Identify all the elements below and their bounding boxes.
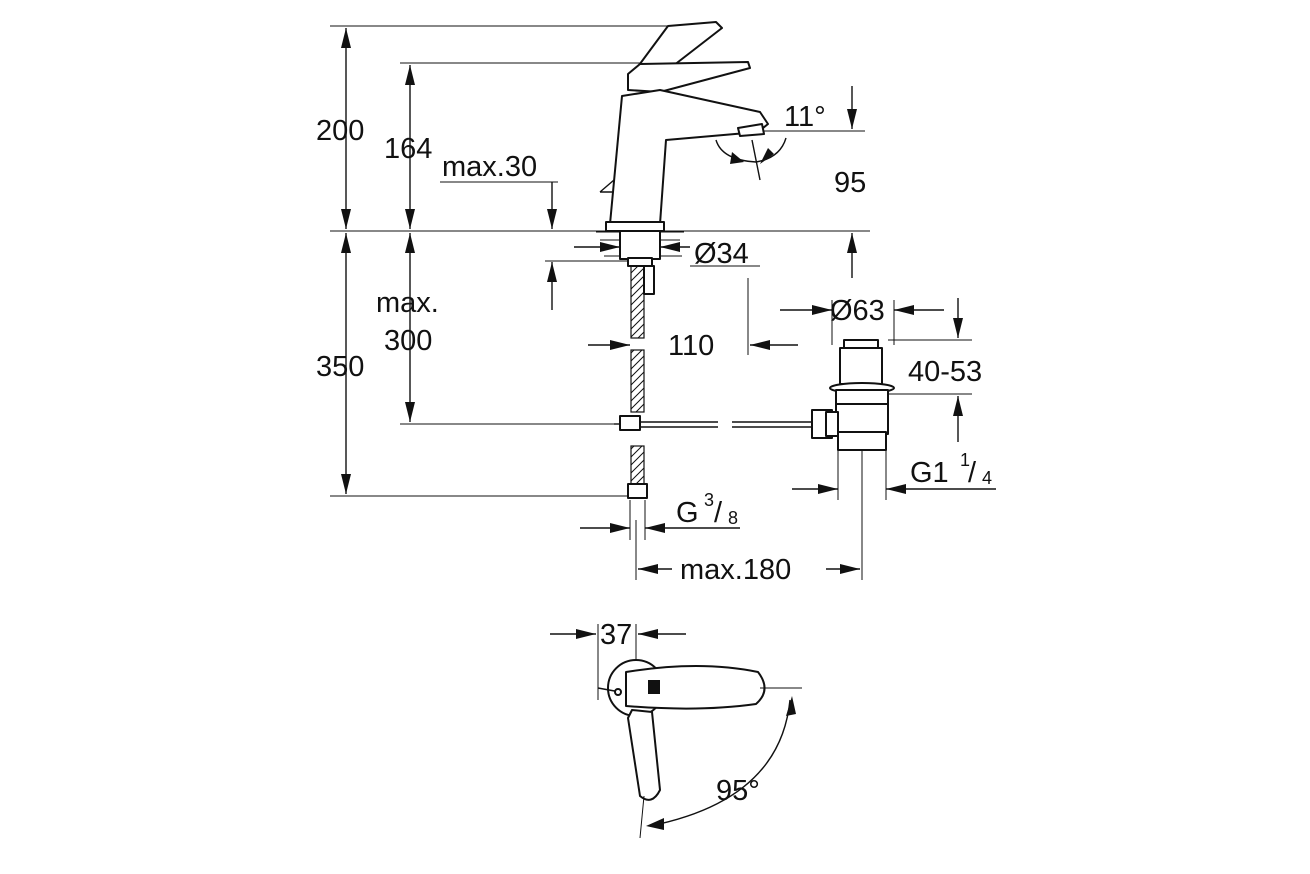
label-g38: G 3 / 8 — [676, 490, 738, 529]
dim-40-53 — [888, 298, 972, 442]
label-max30: max.30 — [442, 151, 537, 183]
label-37: 37 — [600, 619, 632, 651]
label-max180: max.180 — [680, 554, 791, 586]
label-diameter-34: Ø34 — [694, 238, 749, 270]
dim-95 — [760, 86, 865, 278]
label-diameter-63: Ø63 — [830, 295, 885, 327]
g38-num: 3 — [704, 490, 714, 510]
label-110: 110 — [668, 330, 714, 362]
dim-g114 — [792, 445, 996, 500]
dim-200 — [341, 28, 351, 229]
svg-text:/: / — [968, 457, 977, 489]
label-164: 164 — [384, 133, 432, 165]
dim-g38 — [580, 500, 740, 540]
faucet-top-view — [550, 624, 802, 839]
g114-den: 4 — [982, 468, 992, 488]
dim-max180 — [635, 450, 863, 580]
g114-num: 1 — [960, 450, 970, 470]
label-g114: G1 1 / 4 — [910, 450, 992, 489]
dimension-labels: 200 164 max.30 11° 95 Ø34 max. 300 350 1… — [316, 101, 992, 807]
reference-lines — [330, 25, 870, 497]
label-300: 300 — [384, 325, 432, 357]
g114-prefix: G1 — [910, 457, 949, 489]
dim-34 — [574, 242, 760, 267]
svg-text:/: / — [714, 497, 723, 529]
label-200: 200 — [316, 115, 364, 147]
label-350: 350 — [316, 351, 364, 383]
dim-300 — [405, 233, 415, 422]
dim-164 — [405, 65, 415, 229]
label-spout-angle: 11° — [784, 101, 826, 133]
dim-63 — [780, 300, 944, 345]
dim-110 — [588, 278, 798, 355]
label-95: 95 — [834, 167, 866, 199]
waste-assembly — [811, 339, 895, 451]
g38-den: 8 — [728, 508, 738, 528]
dim-350 — [341, 233, 351, 494]
label-95-degrees: 95° — [716, 775, 760, 807]
label-max: max. — [376, 287, 439, 319]
spout-angle-marker — [715, 137, 787, 181]
g38-prefix: G — [676, 497, 699, 529]
label-40-53: 40-53 — [908, 356, 982, 388]
faucet-side-view — [596, 21, 812, 499]
dim-max30 — [545, 182, 640, 310]
